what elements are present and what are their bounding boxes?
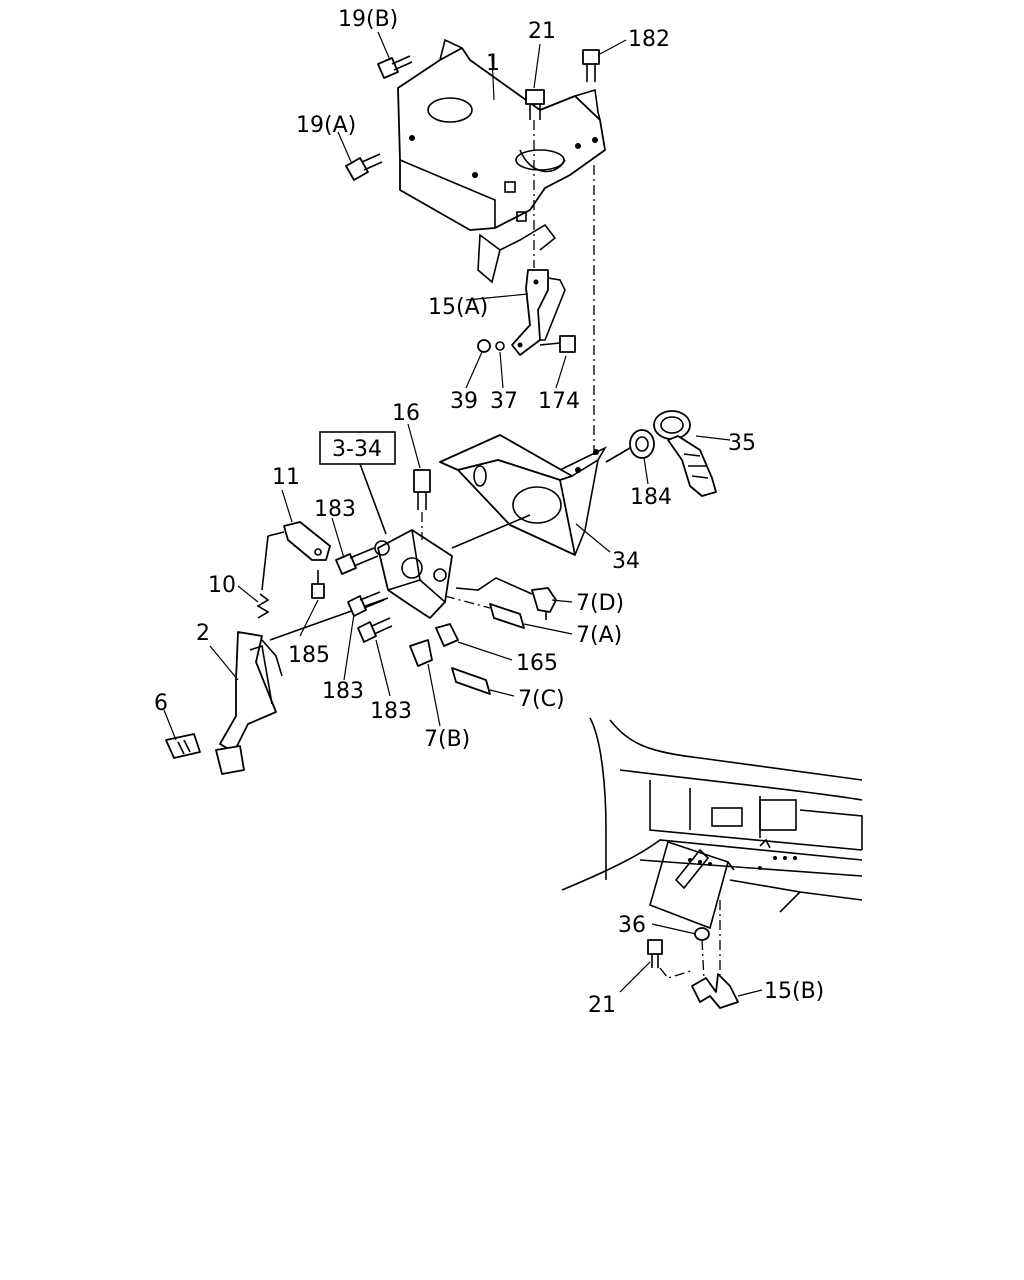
nut-185 [311, 570, 325, 599]
callout-15b: 15(B) [764, 979, 824, 1004]
fitting-7a [489, 603, 525, 629]
reference-box-label: 3-34 [332, 437, 382, 462]
plug-36 [694, 927, 710, 941]
callout-21-inset: 21 [588, 993, 616, 1018]
callout-174: 174 [538, 389, 580, 414]
callout-185: 185 [288, 643, 330, 668]
callout-19b: 19(B) [338, 7, 398, 32]
leader-lines [163, 31, 763, 997]
callout-182: 182 [628, 27, 670, 52]
callout-6: 6 [154, 691, 168, 716]
pedal-pad-6 [165, 733, 201, 759]
bracket-15b [691, 973, 739, 1009]
bolt-183-top [335, 547, 379, 575]
fitting-16 [413, 469, 431, 510]
callout-34: 34 [612, 549, 640, 574]
callout-7a: 7(A) [576, 623, 622, 648]
bracket-15a [511, 269, 566, 356]
bolt-183-low [357, 617, 393, 643]
callout-labels: 19(B) 21 182 1 19(A) 15(A) 39 37 174 16 … [154, 7, 824, 1018]
bolt-21-top [525, 89, 545, 120]
reference-box: 3-34 [319, 431, 396, 535]
callout-21-top: 21 [528, 19, 556, 44]
spring-10 [256, 593, 270, 619]
callout-1: 1 [486, 51, 500, 76]
bolt-174 [539, 335, 576, 353]
callout-165: 165 [516, 651, 558, 676]
callout-19a: 19(A) [296, 113, 356, 138]
fitting-7d [531, 587, 557, 620]
valve-body [374, 529, 453, 619]
boot-35 [653, 410, 717, 497]
fitting-7b [409, 639, 433, 667]
callout-7d: 7(D) [576, 591, 624, 616]
callout-2: 2 [196, 621, 210, 646]
pedal-arm-2 [215, 631, 283, 775]
fitting-165 [435, 623, 459, 647]
callout-35: 35 [728, 431, 756, 456]
callout-16: 16 [392, 401, 420, 426]
bolt-19b [377, 55, 413, 79]
callout-183-top: 183 [314, 497, 356, 522]
callout-183-low: 183 [370, 699, 412, 724]
vehicle-inset [561, 717, 863, 930]
callout-11: 11 [272, 465, 300, 490]
callout-7c: 7(C) [518, 687, 565, 712]
plate-11 [283, 521, 331, 561]
callout-36: 36 [618, 913, 646, 938]
callout-183-mid: 183 [322, 679, 364, 704]
callout-7b: 7(B) [424, 727, 470, 752]
bolt-183-mid [347, 591, 385, 617]
washer-37 [495, 341, 505, 351]
pedal-bracket-part-1 [397, 38, 606, 284]
bolt-19a [345, 153, 383, 181]
callout-15a: 15(A) [428, 295, 488, 320]
bolt-182 [582, 49, 600, 82]
fitting-7c [451, 667, 491, 695]
callout-184: 184 [630, 485, 672, 510]
callout-39: 39 [450, 389, 478, 414]
callout-10: 10 [208, 573, 236, 598]
mounting-plate-34 [439, 434, 608, 556]
seal-184 [629, 429, 655, 459]
bolt-21-inset [647, 939, 663, 968]
nut-39 [477, 339, 491, 353]
callout-37: 37 [490, 389, 518, 414]
